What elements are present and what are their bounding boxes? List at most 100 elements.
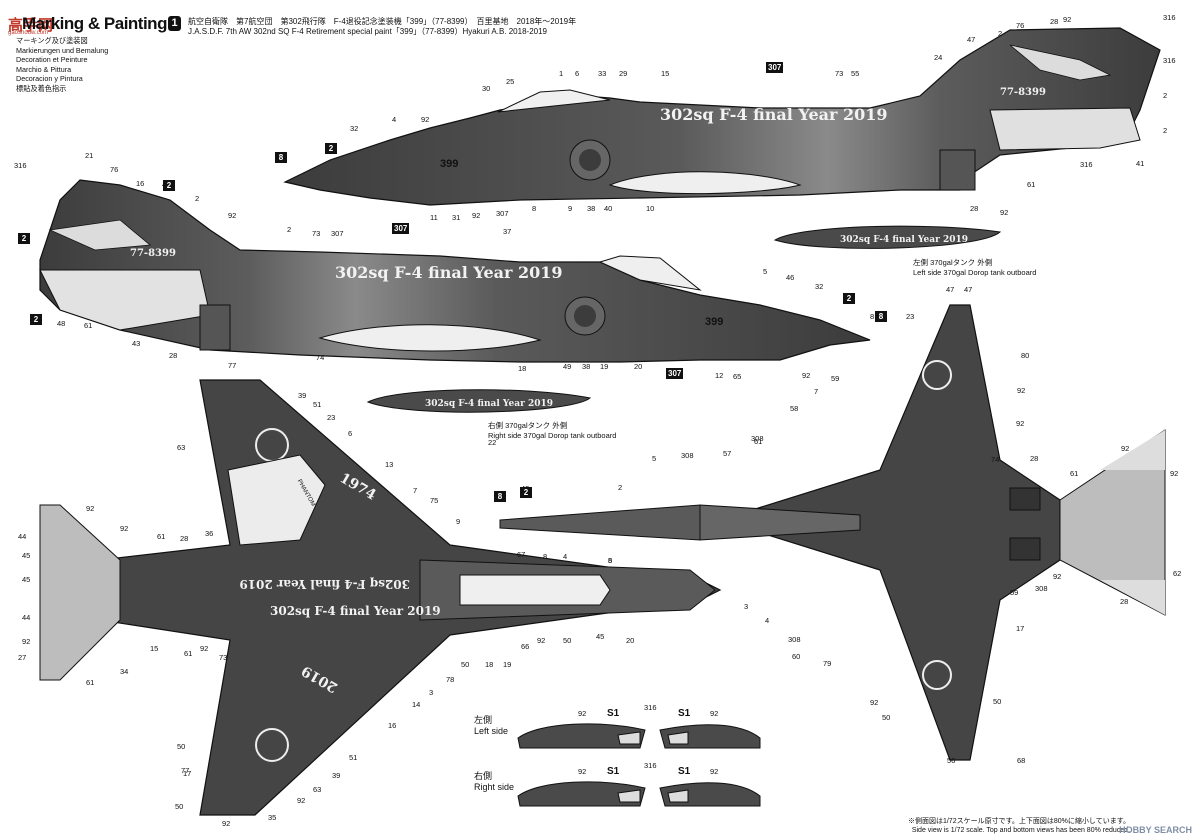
s1-label: S1: [607, 766, 620, 777]
caption-left-tank: 左側 370galタンク 外側 Left side 370gal Dorop t…: [913, 258, 1037, 277]
callout-number: 21: [85, 151, 94, 160]
callout-number: 8: [543, 552, 548, 561]
small-side-views: [517, 723, 761, 807]
s1-label: S1: [678, 766, 691, 777]
header-line-jp: 航空自衛隊 第7航空団 第302飛行隊 F-4退役記念塗装機「399」（77-8…: [188, 17, 577, 26]
callout-number: 28: [180, 534, 189, 543]
callout-number: 74: [991, 455, 1000, 464]
callout-number: 16: [388, 721, 397, 730]
callout-number: 28: [970, 204, 979, 213]
callout-number: 67: [517, 550, 526, 559]
callout-number: 77: [181, 766, 190, 775]
callout-number: 92: [297, 796, 306, 805]
callout-number: 76: [110, 165, 119, 174]
callout-number: 59: [831, 374, 840, 383]
callout-number: 16: [136, 179, 145, 188]
right-side-label: 右側 Right side: [474, 771, 515, 792]
callout-number: 23: [906, 312, 915, 321]
callout-number: 25: [506, 77, 515, 86]
callout-number: 59: [1010, 588, 1019, 597]
callout-number: 29: [619, 69, 628, 78]
callout-number: 39: [298, 391, 307, 400]
callout-number: 92: [421, 115, 430, 124]
callout-number: 2: [195, 194, 200, 203]
callout-number: 8: [870, 312, 875, 321]
callout-number: 4: [392, 115, 397, 124]
callout-number: 316: [1163, 56, 1176, 65]
callout-number: 23: [327, 413, 336, 422]
callout-number: 92: [1170, 469, 1179, 478]
callout-number: 8: [608, 556, 613, 565]
callout-number: 7: [413, 486, 418, 495]
callout-number: 316: [1080, 160, 1093, 169]
callout-number: 92: [870, 698, 879, 707]
callout-number: 15: [661, 69, 670, 78]
callout-number: 68: [1017, 756, 1026, 765]
callout-number: 79: [823, 659, 832, 668]
boxed-callout-number: 2: [843, 293, 855, 304]
boxed-callout-number: 307: [392, 223, 410, 234]
boxed-callout-number: 2: [18, 233, 30, 244]
callout-number: 3: [744, 602, 749, 611]
callout-number: 307: [331, 229, 344, 238]
boxed-callout-number: 8: [275, 152, 287, 163]
callout-number: 2: [998, 29, 1003, 38]
callout-number: 34: [120, 667, 129, 676]
callout-number: 92: [578, 709, 587, 718]
callout-number: 50: [882, 713, 891, 722]
callout-number: 61: [157, 532, 166, 541]
callout-number: 2: [618, 483, 623, 492]
callout-number: 32: [815, 282, 824, 291]
callout-number: 65: [733, 372, 742, 381]
callout-number: 5: [652, 454, 657, 463]
callout-number: 50: [993, 697, 1002, 706]
callout-number: 308: [681, 451, 694, 460]
callout-number: 6: [348, 429, 353, 438]
callout-number: 92: [222, 819, 231, 828]
callout-number: 50: [461, 660, 470, 669]
callout-number: 92: [1016, 419, 1025, 428]
callout-number: 73: [312, 229, 321, 238]
nose-number-right: 399: [440, 158, 458, 170]
callout-number: 9: [456, 517, 461, 526]
callout-number: 17: [1016, 624, 1025, 633]
callout-number: 7: [814, 387, 819, 396]
header: 高手网 gaoshouw.com Marking & Painting 1 航空…: [8, 14, 708, 94]
callout-number: 10: [646, 204, 655, 213]
callout-number: 92: [1121, 444, 1130, 453]
boxed-callout-number: 8: [494, 491, 506, 502]
callout-number: 27: [18, 653, 27, 662]
drop-tank-right: 302sq F-4 final Year 2019: [366, 389, 592, 413]
callout-number: 18: [485, 660, 494, 669]
callout-number: 31: [452, 213, 461, 222]
callout-number: 92: [228, 211, 237, 220]
nose-number-left: 399: [705, 316, 723, 328]
language-item: 標貼及着色指示: [16, 83, 67, 93]
callout-number: 28: [1050, 17, 1059, 26]
top-view: 302sq F-4 final Year 2019 302sq F-4 fina…: [39, 379, 722, 816]
callout-number: 78: [446, 675, 455, 684]
callout-number: 73: [219, 653, 228, 662]
boxed-callout-number: 2: [163, 180, 175, 191]
callout-number: 2: [287, 225, 292, 234]
callout-number: 47: [967, 35, 976, 44]
logo: 高手网: [8, 17, 54, 34]
callout-number: 63: [313, 785, 322, 794]
callout-number: 307: [496, 209, 509, 218]
serial-left: 77-8399: [130, 248, 176, 259]
callout-number: 74: [316, 353, 325, 362]
callout-number: 80: [1021, 351, 1030, 360]
callout-number: 35: [268, 813, 277, 822]
page-title: Marking & Painting: [22, 14, 167, 33]
callout-number: 60: [792, 652, 801, 661]
callout-number: 49: [563, 362, 572, 371]
bottom-view: [499, 304, 1166, 761]
callout-number: 41: [1136, 159, 1145, 168]
boxed-callout-number: 8: [875, 311, 887, 322]
callout-number: 24: [934, 53, 943, 62]
fuselage-text-left: 302sq F-4 final Year 2019: [335, 263, 563, 282]
callout-number: 48: [57, 319, 66, 328]
callout-number: 45: [22, 575, 31, 584]
callout-number: 12: [715, 371, 724, 380]
s1-label: S1: [678, 708, 691, 719]
